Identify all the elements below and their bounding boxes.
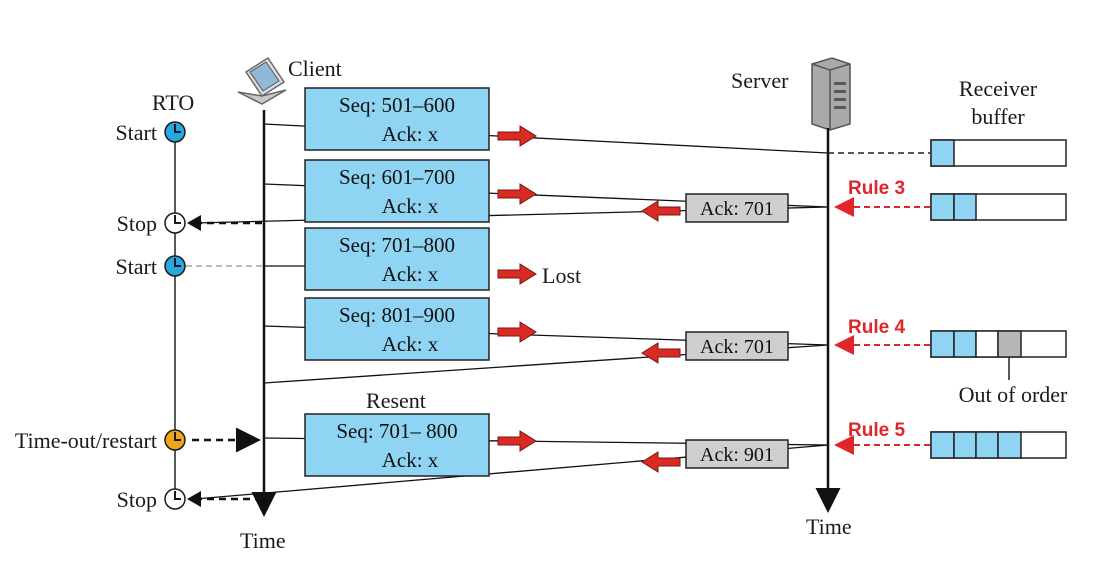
left-arrow-icon — [641, 342, 681, 364]
rule-3-label: Rule 3 — [848, 178, 905, 199]
segment-ack: Ack: x — [382, 448, 439, 472]
segment-seq: Seq: 601–700 — [339, 165, 455, 189]
red-arrows — [497, 125, 681, 473]
ack-label: Ack: 701 — [700, 336, 774, 358]
resent-label: Resent — [366, 388, 426, 413]
right-arrow-icon — [497, 125, 537, 147]
right-arrow-icon — [497, 430, 537, 452]
segment-seq: Seq: 501–600 — [339, 93, 455, 117]
left-arrow-icon — [641, 451, 681, 473]
segment-ack: Ack: x — [382, 332, 439, 356]
segment-box-5: Seq: 701– 800 Ack: x — [304, 413, 490, 477]
server-icon — [811, 57, 851, 131]
ack-box-3: Ack: 901 — [685, 439, 789, 469]
rto-event-5: Stop — [117, 487, 186, 512]
rule-5-label: Rule 5 — [848, 420, 905, 441]
client-laptop-icon — [237, 56, 287, 105]
segment-seq: Seq: 701–800 — [339, 233, 455, 257]
segment-ack: Ack: x — [382, 262, 439, 286]
right-arrow-icon — [497, 321, 537, 343]
rto-event-3: Start — [115, 254, 186, 279]
server-label: Server — [731, 68, 789, 93]
segment-box-1: Seq: 501–600 Ack: x — [304, 87, 490, 151]
stop-arrow-icon-2 — [187, 491, 201, 507]
rto-event-label: Time-out/restart — [15, 428, 157, 453]
rto-event-label: Stop — [117, 211, 157, 236]
receiver-buffer-2 — [930, 193, 1067, 221]
receiver-buffer-1 — [930, 139, 1067, 167]
segment-box-4: Seq: 801–900 Ack: x — [304, 297, 490, 361]
rule-4-label: Rule 4 — [848, 317, 905, 338]
rto-event-label: Start — [115, 254, 157, 279]
rto-event-label: Stop — [117, 487, 157, 512]
receiver-buffer-label-line1: Receiver — [959, 76, 1038, 101]
ack-label: Ack: 701 — [700, 198, 774, 220]
lost-label: Lost — [542, 263, 581, 288]
right-arrow-icon — [497, 263, 537, 285]
left-arrow-icon — [641, 200, 681, 222]
rto-event-1: Start — [115, 120, 186, 145]
rto-label: RTO — [152, 90, 194, 115]
segment-seq: Seq: 701– 800 — [336, 419, 457, 443]
ack-box-2: Ack: 701 — [685, 331, 789, 361]
server-time-label: Time — [806, 514, 852, 539]
ack-label: Ack: 901 — [700, 444, 774, 466]
out-of-order-label: Out of order — [959, 382, 1068, 407]
segment-box-2: Seq: 601–700 Ack: x — [304, 159, 490, 223]
receiver-buffer-4 — [930, 431, 1067, 459]
segment-box-3: Seq: 701–800 Ack: x — [304, 227, 490, 291]
segment-seq: Seq: 801–900 — [339, 303, 455, 327]
rto-event-4: Time-out/restart — [15, 428, 186, 453]
receiver-buffer-label-line2: buffer — [971, 104, 1025, 129]
stop-arrow-icon-1 — [187, 215, 201, 231]
rto-event-2: Stop — [117, 211, 186, 236]
segment-ack: Ack: x — [382, 122, 439, 146]
receiver-buffer-3 — [930, 330, 1067, 380]
segment-ack: Ack: x — [382, 194, 439, 218]
client-label: Client — [288, 56, 342, 81]
ack-box-1: Ack: 701 — [685, 193, 789, 223]
right-arrow-icon — [497, 183, 537, 205]
rto-event-label: Start — [115, 120, 157, 145]
client-time-label: Time — [240, 528, 286, 553]
